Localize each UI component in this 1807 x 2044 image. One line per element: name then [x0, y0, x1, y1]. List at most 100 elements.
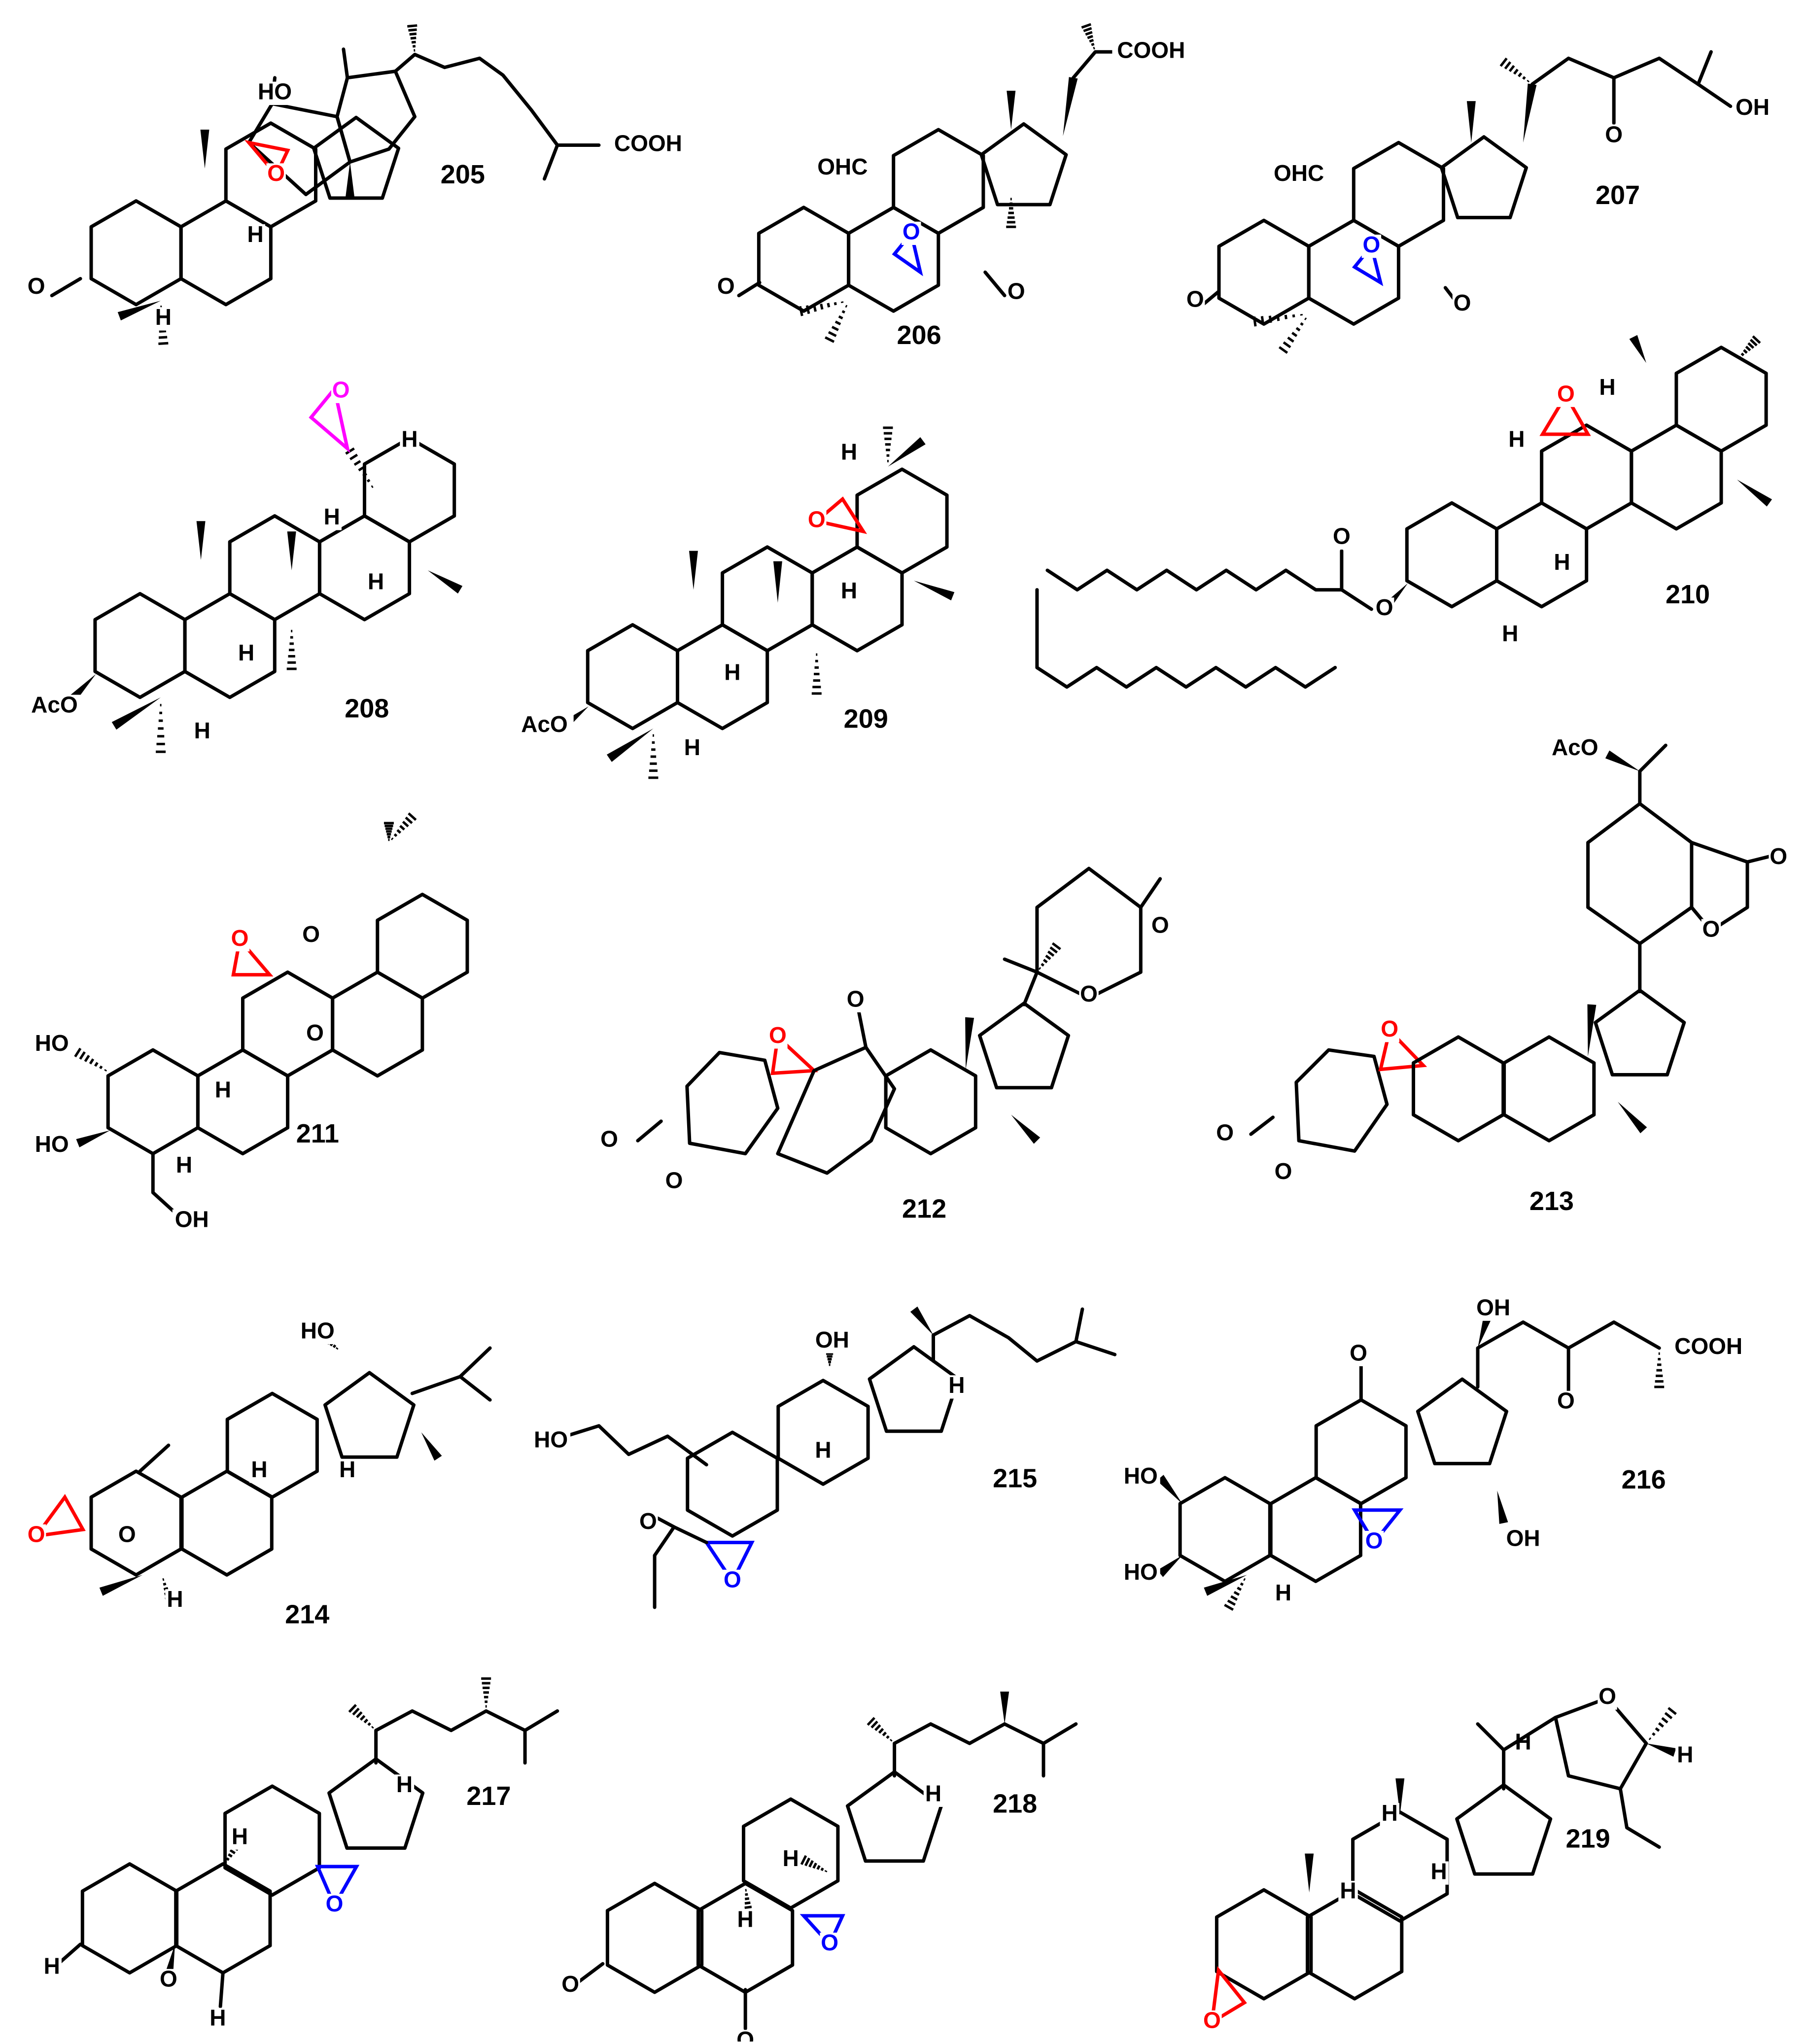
hash-bond: [1292, 333, 1296, 336]
hydrogen-label: H: [232, 1823, 248, 1849]
ketone-oxygen: H: [44, 1953, 60, 1978]
hash-bond: [1301, 323, 1303, 325]
hash-bond: [372, 1727, 373, 1728]
hash-bond: [1089, 40, 1093, 41]
bond: [1414, 1037, 1503, 1141]
bond: [1504, 1037, 1594, 1141]
bond: [980, 1004, 1069, 1088]
hydroxyl-label: HO: [1124, 1463, 1158, 1489]
hash-bond: [883, 1732, 886, 1735]
hash-bond: [80, 1052, 85, 1059]
hydroxyl-label: HO: [1124, 1559, 1158, 1585]
hash-bond: [364, 1720, 367, 1723]
bond: [1620, 1789, 1659, 1847]
compound-number: 205: [441, 160, 485, 189]
epoxide-oxygen: O: [267, 160, 285, 186]
bond: [1497, 503, 1587, 606]
compound-number: 208: [345, 693, 389, 723]
hash-bond: [1241, 1584, 1243, 1585]
compound-number: 215: [993, 1464, 1037, 1493]
wedge-bond: [1157, 1556, 1182, 1577]
hash-bond: [372, 486, 373, 487]
ketone-oxygen: O: [1350, 1340, 1367, 1365]
hydrogen-label: H: [1554, 549, 1570, 575]
wedge-bond: [689, 551, 698, 590]
wedge-bond: [1737, 480, 1772, 507]
hash-bond: [1662, 1718, 1668, 1723]
hash-bond: [163, 1579, 164, 1580]
bond: [655, 1527, 706, 1556]
hash-bond: [1305, 318, 1306, 319]
bond: [1596, 990, 1684, 1074]
acetoxy-label: AcO: [31, 692, 78, 717]
hash-bond: [407, 26, 417, 27]
bond: [1698, 84, 1731, 106]
hash-bond: [394, 834, 396, 836]
wedge-bond: [1497, 1490, 1508, 1524]
bond: [688, 1432, 777, 1536]
hash-bond: [1091, 44, 1094, 45]
bond: [230, 516, 319, 620]
bond: [337, 71, 415, 162]
bond: [678, 625, 767, 728]
bond: [1316, 1400, 1406, 1503]
hydrogen-label: H: [815, 1437, 831, 1463]
hydroxyl-label: OH: [1506, 1525, 1540, 1551]
bond: [858, 1008, 866, 1047]
carboxyl-label: COOH: [1674, 1333, 1742, 1359]
hash-bond: [879, 1729, 883, 1732]
bond: [82, 1864, 176, 1973]
hash-bond: [1501, 58, 1507, 66]
epoxide-oxygen: O: [903, 219, 920, 244]
bond: [759, 208, 848, 311]
hydroxyl-label: OH: [815, 1327, 849, 1352]
epoxide-oxygen: O: [332, 377, 350, 402]
hash-bond: [1083, 28, 1091, 31]
ketone-oxygen: O: [1605, 121, 1623, 147]
wedge-bond: [197, 521, 206, 560]
hash-bond: [1224, 1605, 1233, 1610]
bond: [249, 104, 350, 194]
carbonyl-oxygen: O: [306, 1020, 324, 1045]
bond: [1354, 142, 1443, 246]
wedge-bond: [1000, 1692, 1009, 1724]
hash-bond: [1665, 1713, 1671, 1718]
hydrogen-label: H: [841, 578, 857, 603]
hydrogen-label: H: [1431, 1858, 1447, 1884]
bond: [895, 1724, 1076, 1776]
ketone-oxygen: O: [736, 2027, 754, 2042]
hydrogen-label: H: [1340, 1878, 1356, 1904]
lactone-oxygen: O: [1703, 916, 1720, 941]
carbonyl-oxygen: O: [600, 1126, 618, 1151]
wedge-bond: [201, 130, 209, 169]
epoxide-oxygen: O: [1557, 381, 1575, 406]
hash-bond: [1653, 1733, 1655, 1735]
hydrogen-label: H: [783, 1845, 799, 1871]
hash-bond: [85, 1055, 89, 1061]
bond: [638, 1121, 661, 1141]
hash-bond: [1228, 1600, 1235, 1604]
bond: [894, 130, 983, 233]
hash-bond: [90, 1059, 93, 1064]
hydrogen-label: H: [737, 1906, 754, 1932]
wedge-bond: [965, 1017, 974, 1070]
epoxide-oxygen: O: [724, 1567, 741, 1593]
bond: [1076, 1309, 1082, 1342]
ketone-oxygen: O: [28, 273, 45, 299]
ester-oxygen: O: [1376, 594, 1393, 620]
hash-bond: [1744, 350, 1747, 353]
epoxide-oxygen: O: [231, 925, 249, 951]
hash-bond: [1046, 956, 1050, 959]
hash-bond: [397, 830, 400, 833]
hash-bond: [406, 818, 412, 823]
bond: [577, 1964, 603, 1983]
wedge-bond: [1630, 335, 1646, 363]
ketone-oxygen: H: [209, 2005, 226, 2030]
